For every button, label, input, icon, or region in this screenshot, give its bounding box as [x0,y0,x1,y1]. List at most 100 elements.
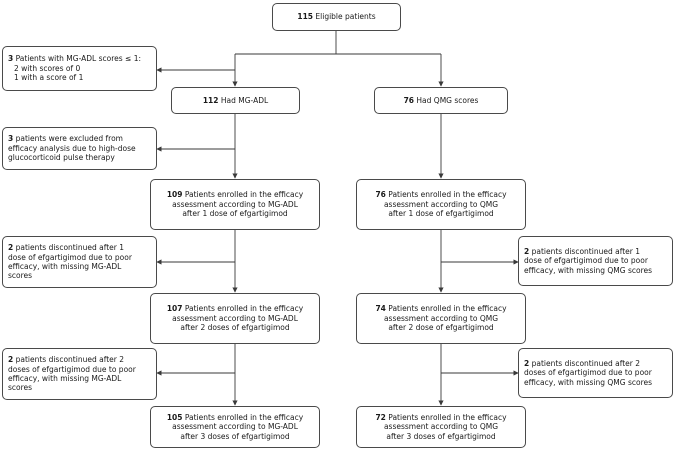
node-text-line: after 3 doses of efgartigimod [180,432,289,441]
node-text-line: 2 with scores of 0 [8,64,80,73]
node-label: Patients enrolled in the efficacy [388,304,507,314]
node-count: 115 [297,12,314,22]
node-text-line: glucocorticoid pulse therapy [8,153,115,162]
node-label: Eligible patients [315,12,376,22]
node-count: 74 [375,304,386,314]
had-mg-adl-box: 112 Had MG-ADL [171,87,300,114]
node-text-line: 2 patients discontinued after 1 [8,243,124,252]
node-text-line: 107 Patients enrolled in the efficacy [167,304,303,313]
node-label: Patients enrolled in the efficacy [184,190,304,200]
node-label: after 2 dose of efgartigimod [388,323,494,333]
node-label: 2 with scores of 0 [14,63,81,73]
node-text-line: assessment according to MG-ADL [172,200,298,209]
node-label: after 3 doses of efgartigimod [386,431,496,441]
node-label: assessment according to MG-ADL [172,422,298,432]
node-label: patients discontinued after 1 [15,243,124,253]
node-count: 112 [202,95,219,105]
node-count: 72 [375,412,386,422]
node-label: dose of efgartigimod due to poor [8,252,132,262]
node-label: Had QMG scores [416,95,479,105]
node-text-line: after 1 dose of efgartigimod [182,209,287,218]
node-label: assessment according to QMG [383,313,499,323]
node-label: efficacy, with missing MG-ADL [8,262,122,271]
node-text-line: dose of efgartigimod due to poor [524,256,648,265]
node-text-line: 105 Patients enrolled in the efficacy [167,413,303,422]
node-text-line: 115 Eligible patients [297,12,375,21]
node-label: Patients enrolled in the efficacy [388,190,507,200]
node-text-line: efficacy, with missing QMG scores [524,266,652,275]
node-count: 2 [8,243,14,253]
node-count: 76 [375,190,386,200]
node-text-line: doses of efgartigimod due to poor [524,368,652,377]
node-label: after 1 dose of efgartigimod [182,209,288,219]
node-text-line: doses of efgartigimod due to poor [8,365,136,374]
node-text-line: after 2 doses of efgartigimod [180,323,289,332]
node-label: Patients enrolled in the efficacy [184,304,304,314]
node-count: 107 [166,304,183,314]
node-text-line: assessment according to QMG [384,314,498,323]
node-text-line: scores [8,383,32,392]
node-count: 109 [166,190,183,200]
node-label: after 3 doses of efgartigimod [180,431,290,441]
node-text-line: assessment according to QMG [384,422,498,431]
node-label: doses of efgartigimod due to poor [524,368,652,378]
eligible-patients-box: 115 Eligible patients [272,3,401,31]
node-label: patients were excluded from [15,134,123,144]
node-label: after 1 dose of efgartigimod [388,209,494,219]
had-qmg-box: 76 Had QMG scores [374,87,508,114]
node-text-line: 109 Patients enrolled in the efficacy [167,190,303,199]
node-text-line: assessment according to MG-ADL [172,314,298,323]
node-label: Patients enrolled in the efficacy [388,412,507,422]
node-label: glucocorticoid pulse therapy [8,153,115,163]
node-count: 105 [166,412,183,422]
node-label: 1 with a score of 1 [14,73,84,83]
node-text-line: 3 patients were excluded from [8,134,123,143]
node-text-line: efficacy, with missing MG-ADL [8,262,121,271]
node-count: 3 [8,54,14,64]
node-text-line: 3 Patients with MG-ADL scores ≤ 1: [8,54,141,63]
node-label: efficacy analysis due to high-dose [8,143,136,153]
node-label: Had MG-ADL [220,95,269,105]
node-label: doses of efgartigimod due to poor [8,364,136,374]
node-text-line: efficacy, with missing MG-ADL [8,374,121,383]
node-label: assessment according to MG-ADL [172,199,298,209]
node-text-line: 72 Patients enrolled in the efficacy [375,413,506,422]
node-count: 2 [524,246,530,256]
node-text-line: assessment according to MG-ADL [172,422,298,431]
node-label: efficacy, with missing MG-ADL [8,374,122,383]
node-label: assessment according to MG-ADL [172,313,298,323]
node-text-line: after 3 doses of efgartigimod [386,432,495,441]
node-label: patients discontinued after 1 [531,246,640,256]
node-count: 3 [8,134,14,144]
node-count: 2 [524,358,530,368]
node-label: patients discontinued after 2 [531,358,640,368]
node-text-line: efficacy analysis due to high-dose [8,144,136,153]
node-count: 76 [403,95,415,105]
node-count: 2 [8,355,14,365]
node-text-line: 2 patients discontinued after 1 [524,247,640,256]
node-text-line: efficacy, with missing QMG scores [524,378,652,387]
node-text-line: after 1 dose of efgartigimod [388,209,493,218]
node-label: Patients enrolled in the efficacy [184,412,304,422]
node-label: scores [8,271,33,281]
node-label: scores [8,383,33,393]
node-label: patients discontinued after 2 [15,355,124,365]
node-text-line: 2 patients discontinued after 2 [8,355,124,364]
node-label: Patients with MG-ADL scores ≤ 1: [15,54,142,64]
node-label: efficacy, with missing QMG scores [524,377,653,387]
node-text-line: scores [8,271,32,280]
node-text-line: 1 with a score of 1 [8,73,83,82]
node-text-line: 74 Patients enrolled in the efficacy [375,304,506,313]
